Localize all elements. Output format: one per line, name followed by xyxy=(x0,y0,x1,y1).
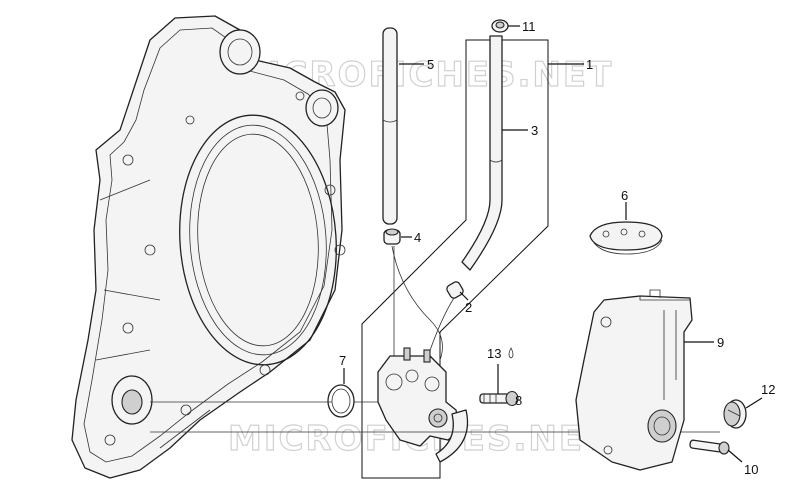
hose-clip xyxy=(491,19,509,33)
callout-10: 10 xyxy=(744,462,758,477)
callout-1: 1 xyxy=(586,57,593,72)
rubber-sleeve-2 xyxy=(446,281,464,299)
screw-8 xyxy=(479,390,519,407)
crankcase-cover xyxy=(71,15,346,479)
callout-6: 6 xyxy=(621,188,628,203)
callout-7: 7 xyxy=(339,353,346,368)
callout-13: 13 xyxy=(487,346,501,361)
o-ring xyxy=(327,384,355,418)
leader-lines xyxy=(343,25,763,463)
callout-5: 5 xyxy=(427,57,434,72)
assembly-outline-frame xyxy=(361,39,549,479)
callout-4: 4 xyxy=(414,230,421,245)
bent-oil-pipe xyxy=(461,35,503,271)
gasket-plate xyxy=(589,221,663,255)
callout-11: 11 xyxy=(522,19,536,34)
callout-3: 3 xyxy=(531,123,538,138)
callout-12: 12 xyxy=(761,382,775,397)
callout-9: 9 xyxy=(717,335,724,350)
oil-drop-icon xyxy=(508,347,514,359)
screw-10 xyxy=(689,439,730,455)
drain-plug xyxy=(723,399,747,429)
callout-2: 2 xyxy=(465,300,472,315)
straight-oil-pipe xyxy=(382,27,398,225)
oil-pump xyxy=(377,347,469,463)
pump-cover xyxy=(575,289,693,471)
rubber-sleeve-4 xyxy=(383,228,401,245)
callouts: 1 2 3 4 5 6 7 8 9 10 11 12 13 xyxy=(339,19,775,477)
callout-8: 8 xyxy=(515,393,522,408)
